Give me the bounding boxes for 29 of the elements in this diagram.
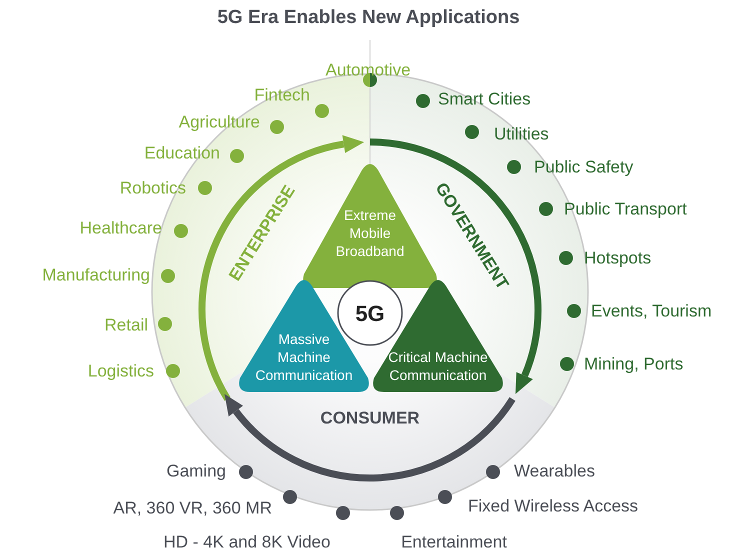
- application-label: Mining, Ports: [584, 356, 684, 372]
- application-label: Hotspots: [584, 250, 652, 266]
- sector-label: CONSUMER: [320, 410, 420, 426]
- application-label: Manufacturing: [42, 266, 150, 284]
- application-label: Robotics: [120, 180, 186, 196]
- application-label: Logistics: [88, 362, 154, 380]
- application-label: Retail: [104, 316, 148, 334]
- application-label: Public Safety: [534, 158, 634, 176]
- application-label: Agriculture: [178, 114, 260, 130]
- application-label: Education: [144, 144, 220, 162]
- application-label: AR, 360 VR, 360 MR: [113, 500, 272, 516]
- application-label: Wearables: [514, 462, 595, 480]
- node-label: Critical Machine Communication: [387, 348, 489, 384]
- application-label: Entertainment: [401, 534, 507, 550]
- node-label: Extreme Mobile Broadband: [334, 206, 406, 260]
- application-label: HD - 4K and 8K Video: [164, 534, 330, 550]
- node-label: Massive Machine Communication: [254, 330, 354, 384]
- application-label: Events, Tourism: [591, 302, 712, 320]
- application-label: Fintech: [254, 86, 310, 104]
- application-label: Smart Cities: [438, 90, 531, 108]
- application-label: Public Transport: [564, 200, 687, 218]
- application-label: Healthcare: [80, 220, 162, 236]
- application-label: Automotive: [325, 62, 411, 78]
- application-label: Utilities: [494, 126, 549, 142]
- title: 5G Era Enables New Applications: [216, 6, 521, 30]
- application-label: Gaming: [166, 462, 226, 480]
- center-circle: [337, 280, 403, 346]
- node-label: 5G: [355, 300, 385, 328]
- application-label: Fixed Wireless Access: [468, 498, 638, 514]
